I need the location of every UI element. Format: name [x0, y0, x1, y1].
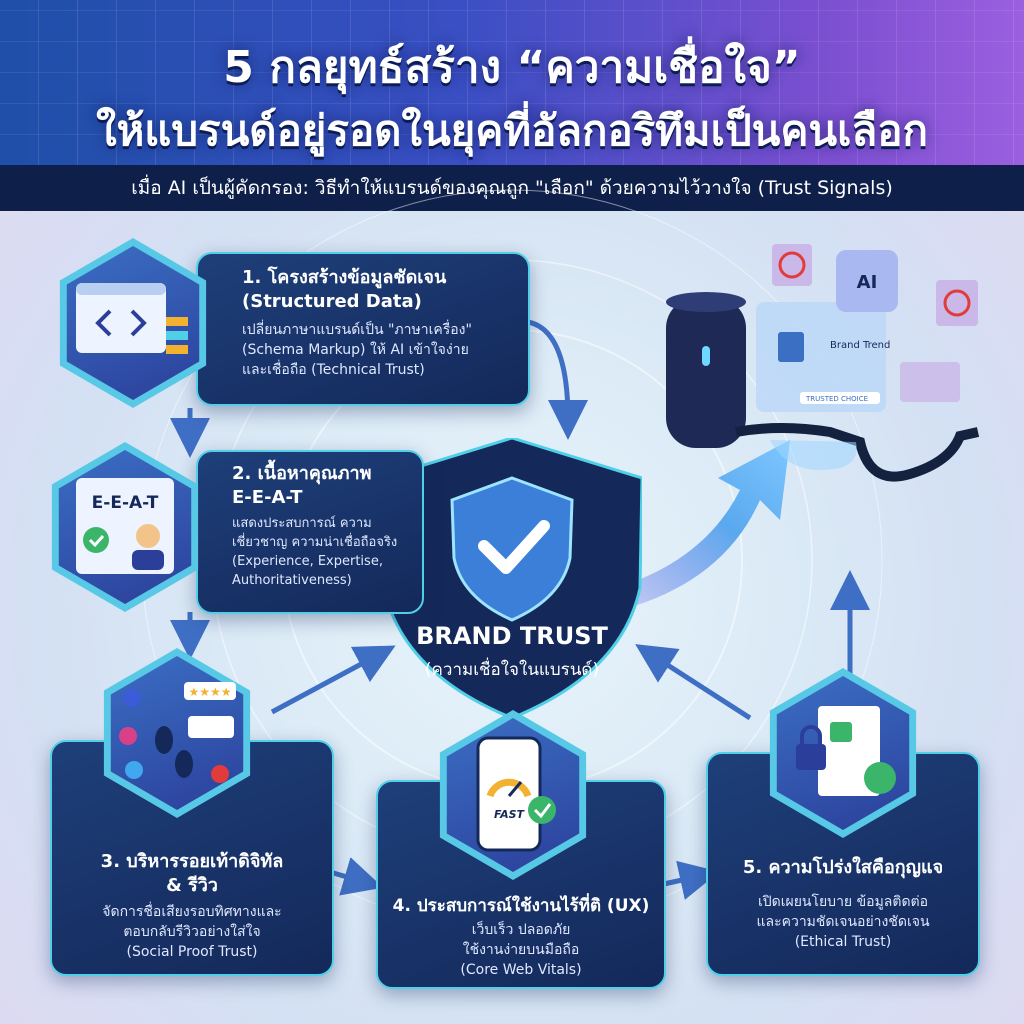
check-circle-icon	[528, 796, 556, 824]
strategy-4-body-2: ใช้งานง่ายบนมือถือ	[462, 942, 580, 958]
strategy-3-title-2: & รีวิว	[166, 875, 218, 896]
strategy-4-title: 4. ประสบการณ์ใช้งานไร้ที่ติ (UX)	[392, 896, 650, 916]
youtube-icon	[211, 765, 229, 783]
twitter-icon	[125, 761, 143, 779]
strategy-5-body-1: เปิดเผยนโยบาย ข้อมูลติดต่อ	[757, 894, 929, 910]
strategy-1-title-en: (Structured Data)	[242, 291, 422, 312]
arrow-5-to-center	[635, 644, 752, 721]
strategy-5-body-2: และความชัดเจนอย่างชัดเจน	[756, 914, 930, 930]
strategy-4-body-1: เว็บเร็ว ปลอดภัย	[471, 922, 571, 938]
strategy-5-title: 5. ความโปร่งใสคือกุญแจ	[742, 857, 944, 878]
arrow-1-to-center	[527, 319, 588, 440]
facebook-icon	[123, 689, 141, 707]
code-window-icon	[76, 283, 188, 354]
smart-devices-illustration: Brand Trend TRUSTED CHOICE AI	[666, 244, 980, 482]
strategy-4-body-3: (Core Web Vitals)	[460, 962, 582, 978]
chat-bubble-icon	[188, 716, 234, 738]
arrow-3-to-center	[270, 645, 396, 715]
mobile-speed-icon: FAST	[476, 736, 556, 852]
digital-footprint-hexagon: ★★★★	[92, 648, 262, 818]
subtitle-bar: เมื่อ AI เป็นผู้คัดกรอง: วิธีทำให้แบรนด์…	[0, 165, 1024, 211]
growth-arrow	[590, 440, 790, 615]
strategy-5-body-3: (Ethical Trust)	[794, 934, 892, 950]
strategy-1-body-1: เปลี่ยนภาษาแบรนด์เป็น "ภาษาเครื่อง"	[242, 322, 472, 338]
strategy-3-body-2: ตอบกลับรีวิวอย่างใส่ใจ	[123, 924, 261, 940]
strategy-1-body-2: (Schema Markup) ให้ AI เข้าใจง่าย	[242, 342, 469, 358]
strategy-2-body-3: (Experience, Expertise,	[232, 554, 383, 569]
strategy-3-body-3: (Social Proof Trust)	[126, 944, 258, 960]
shopping-bag-icon	[778, 332, 804, 362]
eeat-hexagon: E-E-A-T	[40, 442, 210, 612]
device-screen-label: Brand Trend	[830, 340, 890, 351]
social-review-icon: ★★★★	[119, 682, 236, 783]
strategy-2-body-4: Authoritativeness)	[232, 573, 352, 588]
shield-icon	[450, 476, 574, 622]
instagram-icon	[119, 727, 137, 745]
page-title-line2: ให้แบรนด์อยู่รอดในยุคที่อัลกอริทึมเป็นคน…	[96, 106, 928, 155]
structured-data-hexagon	[48, 238, 218, 408]
strategy-card-1: 1. โครงสร้างข้อมูลชัดเจน (Structured Dat…	[196, 252, 530, 406]
page-title: 5 กลยุทธ์สร้าง “ความเชื่อใจ”	[223, 42, 801, 93]
blocked-card-icon	[772, 244, 812, 286]
strategy-3-title: 3. บริหารรอยเท้าดิจิทัล	[100, 851, 284, 872]
brand-trust-subtitle: (ความเชื่อใจในแบรนด์)	[424, 660, 600, 680]
lock-icon	[796, 744, 826, 770]
strategy-2-title-en: E-E-A-T	[232, 487, 303, 508]
ai-label: AI	[857, 272, 878, 293]
circuit-pattern	[0, 0, 1024, 165]
smart-speaker-icon	[666, 298, 746, 448]
device-button-label: TRUSTED CHOICE	[805, 395, 868, 403]
smart-glasses-icon	[735, 423, 980, 482]
transparency-hexagon	[758, 668, 928, 838]
ai-brain-icon	[836, 250, 898, 312]
arrow-3-to-4	[329, 857, 384, 896]
certificate-icon: E-E-A-T	[76, 478, 174, 574]
strategy-2-body-1: แสดงประสบการณ์ ความ	[232, 516, 372, 531]
header-banner: 5 กลยุทธ์สร้าง “ความเชื่อใจ” ให้แบรนด์อย…	[0, 0, 1024, 165]
svg-text:★★★★: ★★★★	[188, 685, 231, 699]
arrow-4-to-5	[663, 860, 720, 900]
strategy-2-title: 2. เนื้อหาคุณภาพ	[232, 463, 372, 484]
floating-screen	[756, 302, 886, 412]
strategy-3-body-1: จัดการชื่อเสียงรอบทิศทางและ	[102, 904, 282, 920]
brand-trust-title: BRAND TRUST	[416, 622, 608, 650]
strategy-card-3: 3. บริหารรอยเท้าดิจิทัล & รีวิว จัดการชื…	[50, 740, 334, 976]
eeat-label: E-E-A-T	[92, 493, 159, 513]
document-lock-icon	[796, 706, 896, 796]
ux-hexagon: FAST	[428, 710, 598, 880]
strategy-1-title: 1. โครงสร้างข้อมูลชัดเจน	[242, 267, 447, 288]
strategy-1-body-3: และเชื่อถือ (Technical Trust)	[242, 362, 425, 378]
strategy-card-2: 2. เนื้อหาคุณภาพ E-E-A-T แสดงประสบการณ์ …	[196, 450, 424, 614]
fast-label: FAST	[494, 808, 526, 821]
checkmark-icon	[478, 520, 550, 574]
strategy-2-body-2: เชี่ยวชาญ ความน่าเชื่อถือจริง	[232, 535, 398, 550]
footprint-icon-2	[175, 750, 193, 778]
rating-bubble-icon	[184, 682, 236, 700]
footprint-icon	[155, 726, 173, 754]
leaf-icon	[864, 762, 896, 794]
brand-trust-shield	[380, 436, 644, 720]
blocked-card-icon-2	[936, 280, 978, 326]
